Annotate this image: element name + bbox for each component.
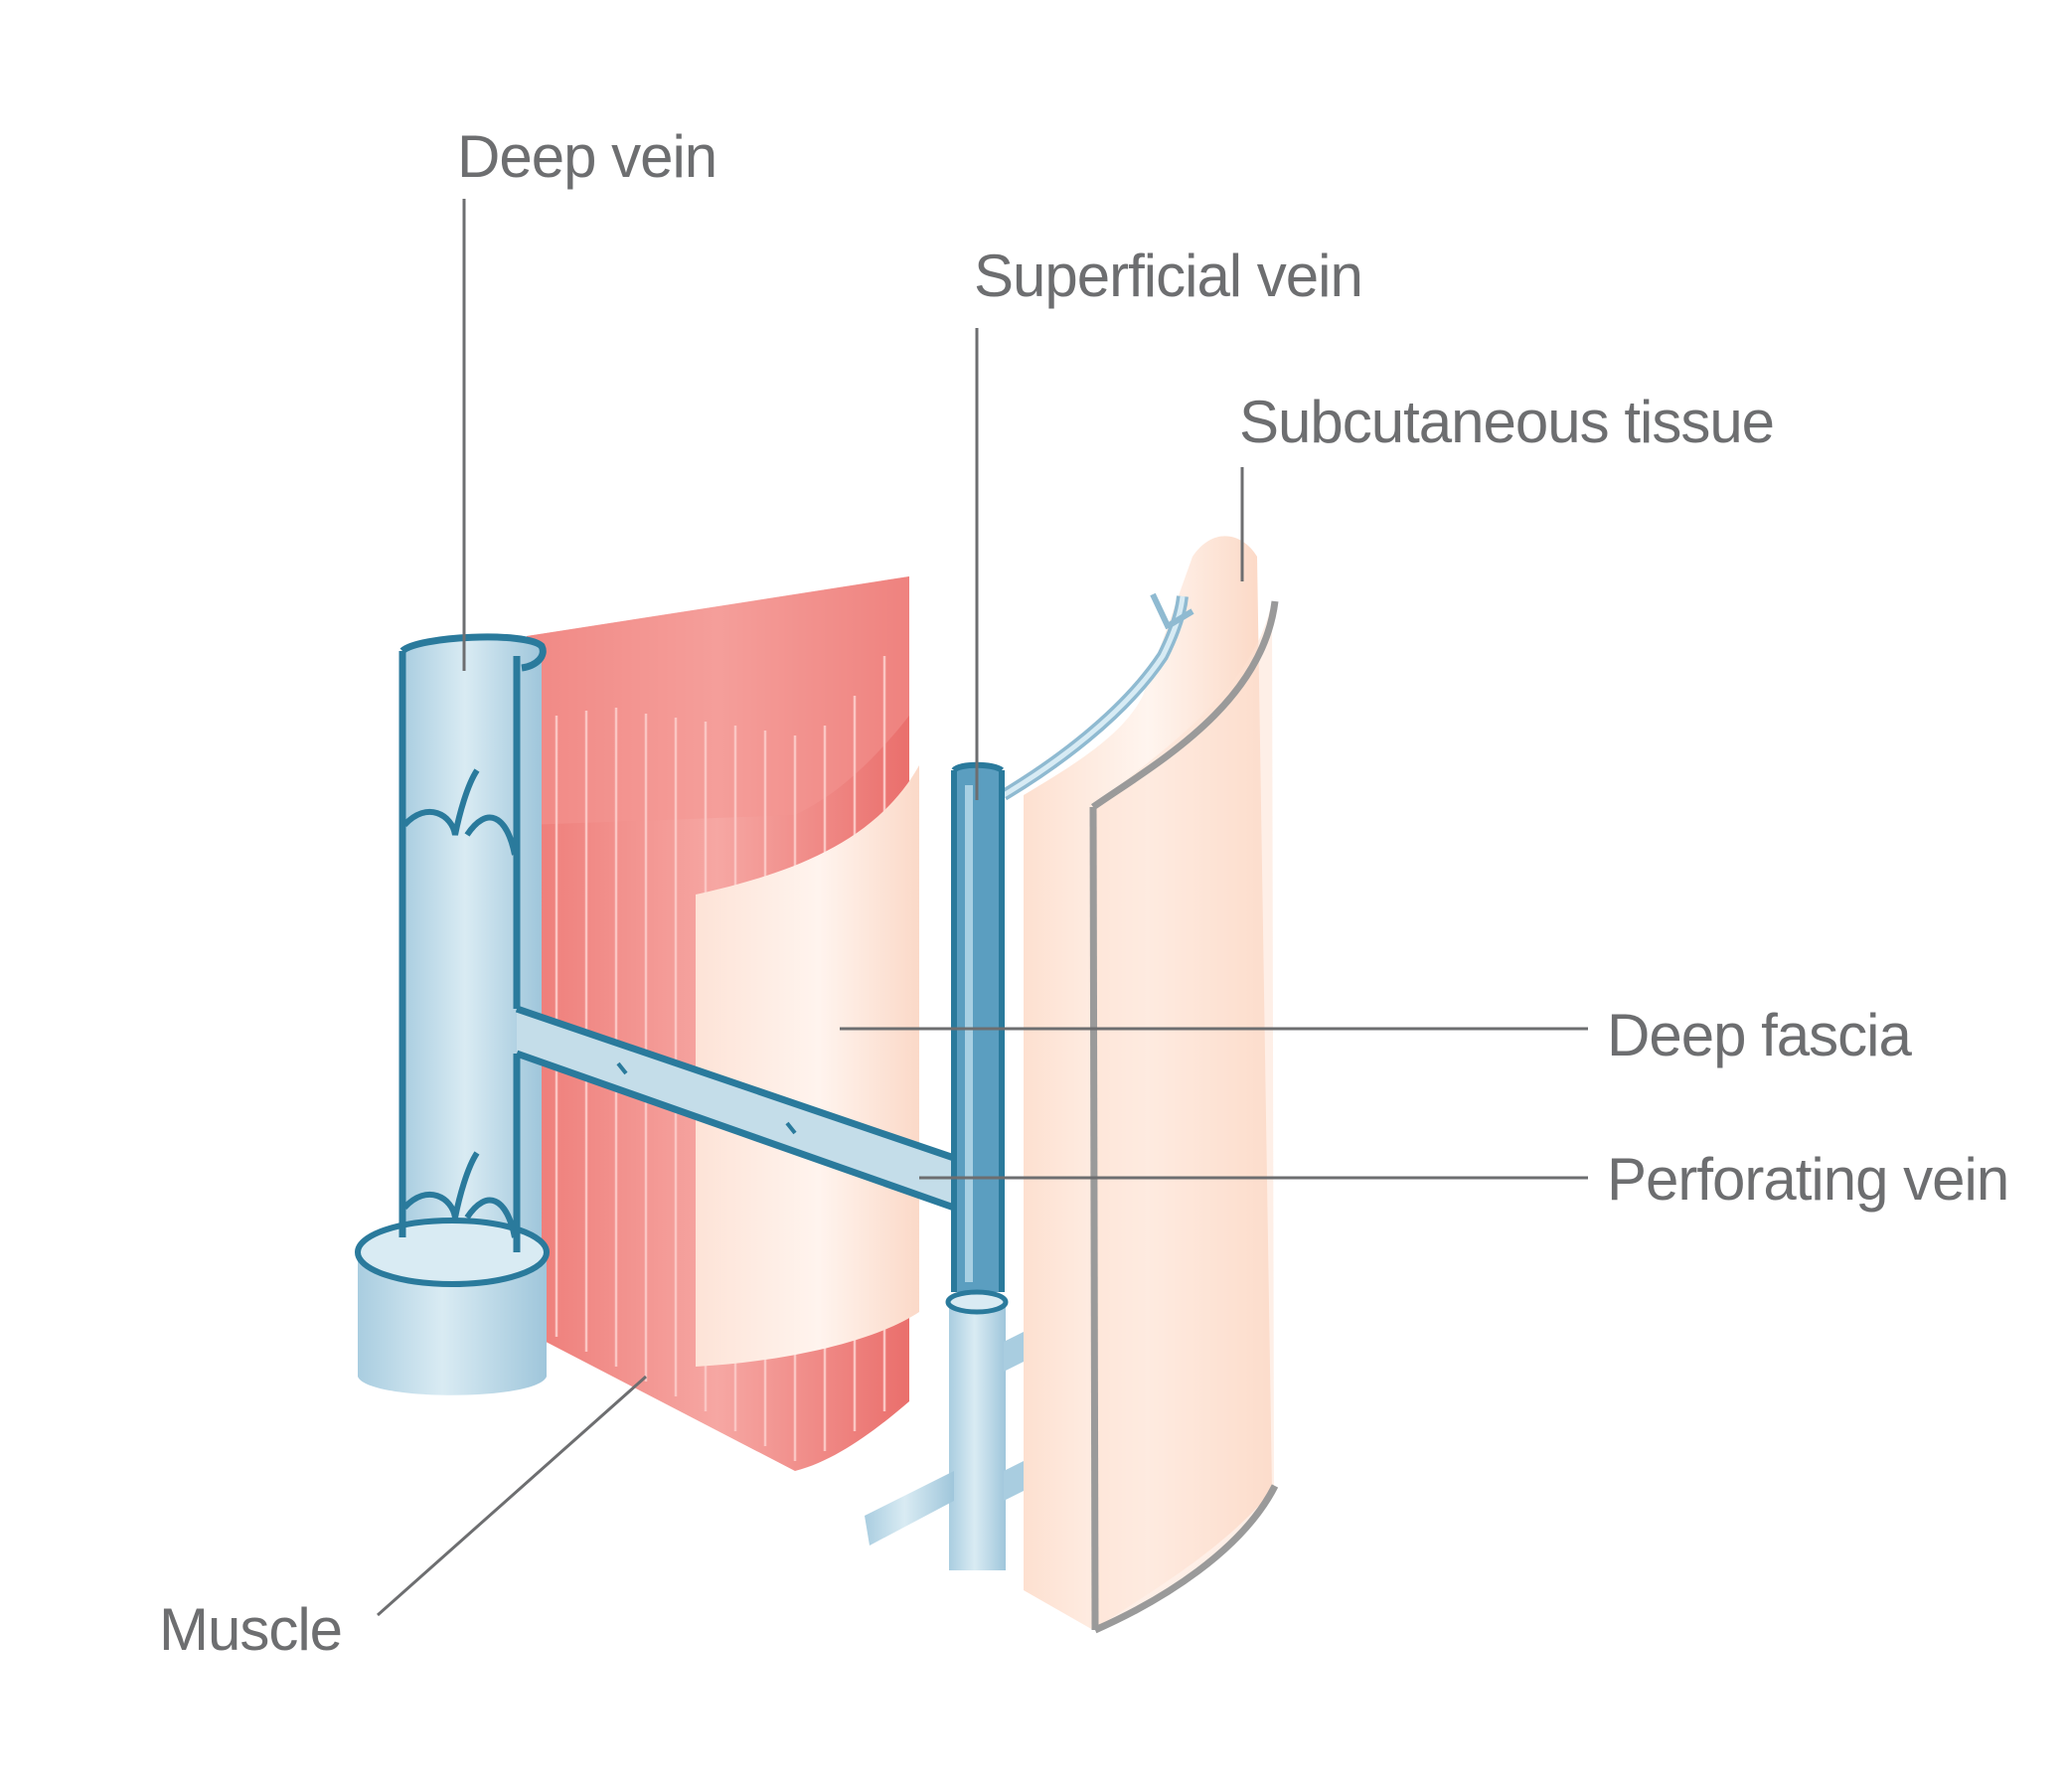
leader-muscle	[377, 1375, 647, 1617]
subcutaneous-tissue-layer	[1000, 536, 1279, 1634]
label-deep-fascia: Deep fascia	[1607, 1002, 1912, 1068]
label-superficial-vein: Superficial vein	[974, 243, 1362, 309]
label-muscle: Muscle	[159, 1596, 342, 1663]
skin-edge-line	[1090, 600, 1279, 810]
leader-lines	[377, 199, 1588, 1617]
label-subcutaneous-tissue: Subcutaneous tissue	[1239, 389, 1774, 455]
perforating-vein	[515, 1005, 956, 1212]
deep-vein-valve-lower	[401, 1151, 518, 1238]
superficial-vein	[865, 761, 1024, 1570]
deep-fascia-sheet	[696, 765, 919, 1367]
label-deep-vein: Deep vein	[457, 123, 716, 190]
deep-vein	[355, 633, 550, 1395]
deep-vein-valve-upper	[401, 768, 518, 856]
label-perforating-vein: Perforating vein	[1607, 1146, 2008, 1213]
